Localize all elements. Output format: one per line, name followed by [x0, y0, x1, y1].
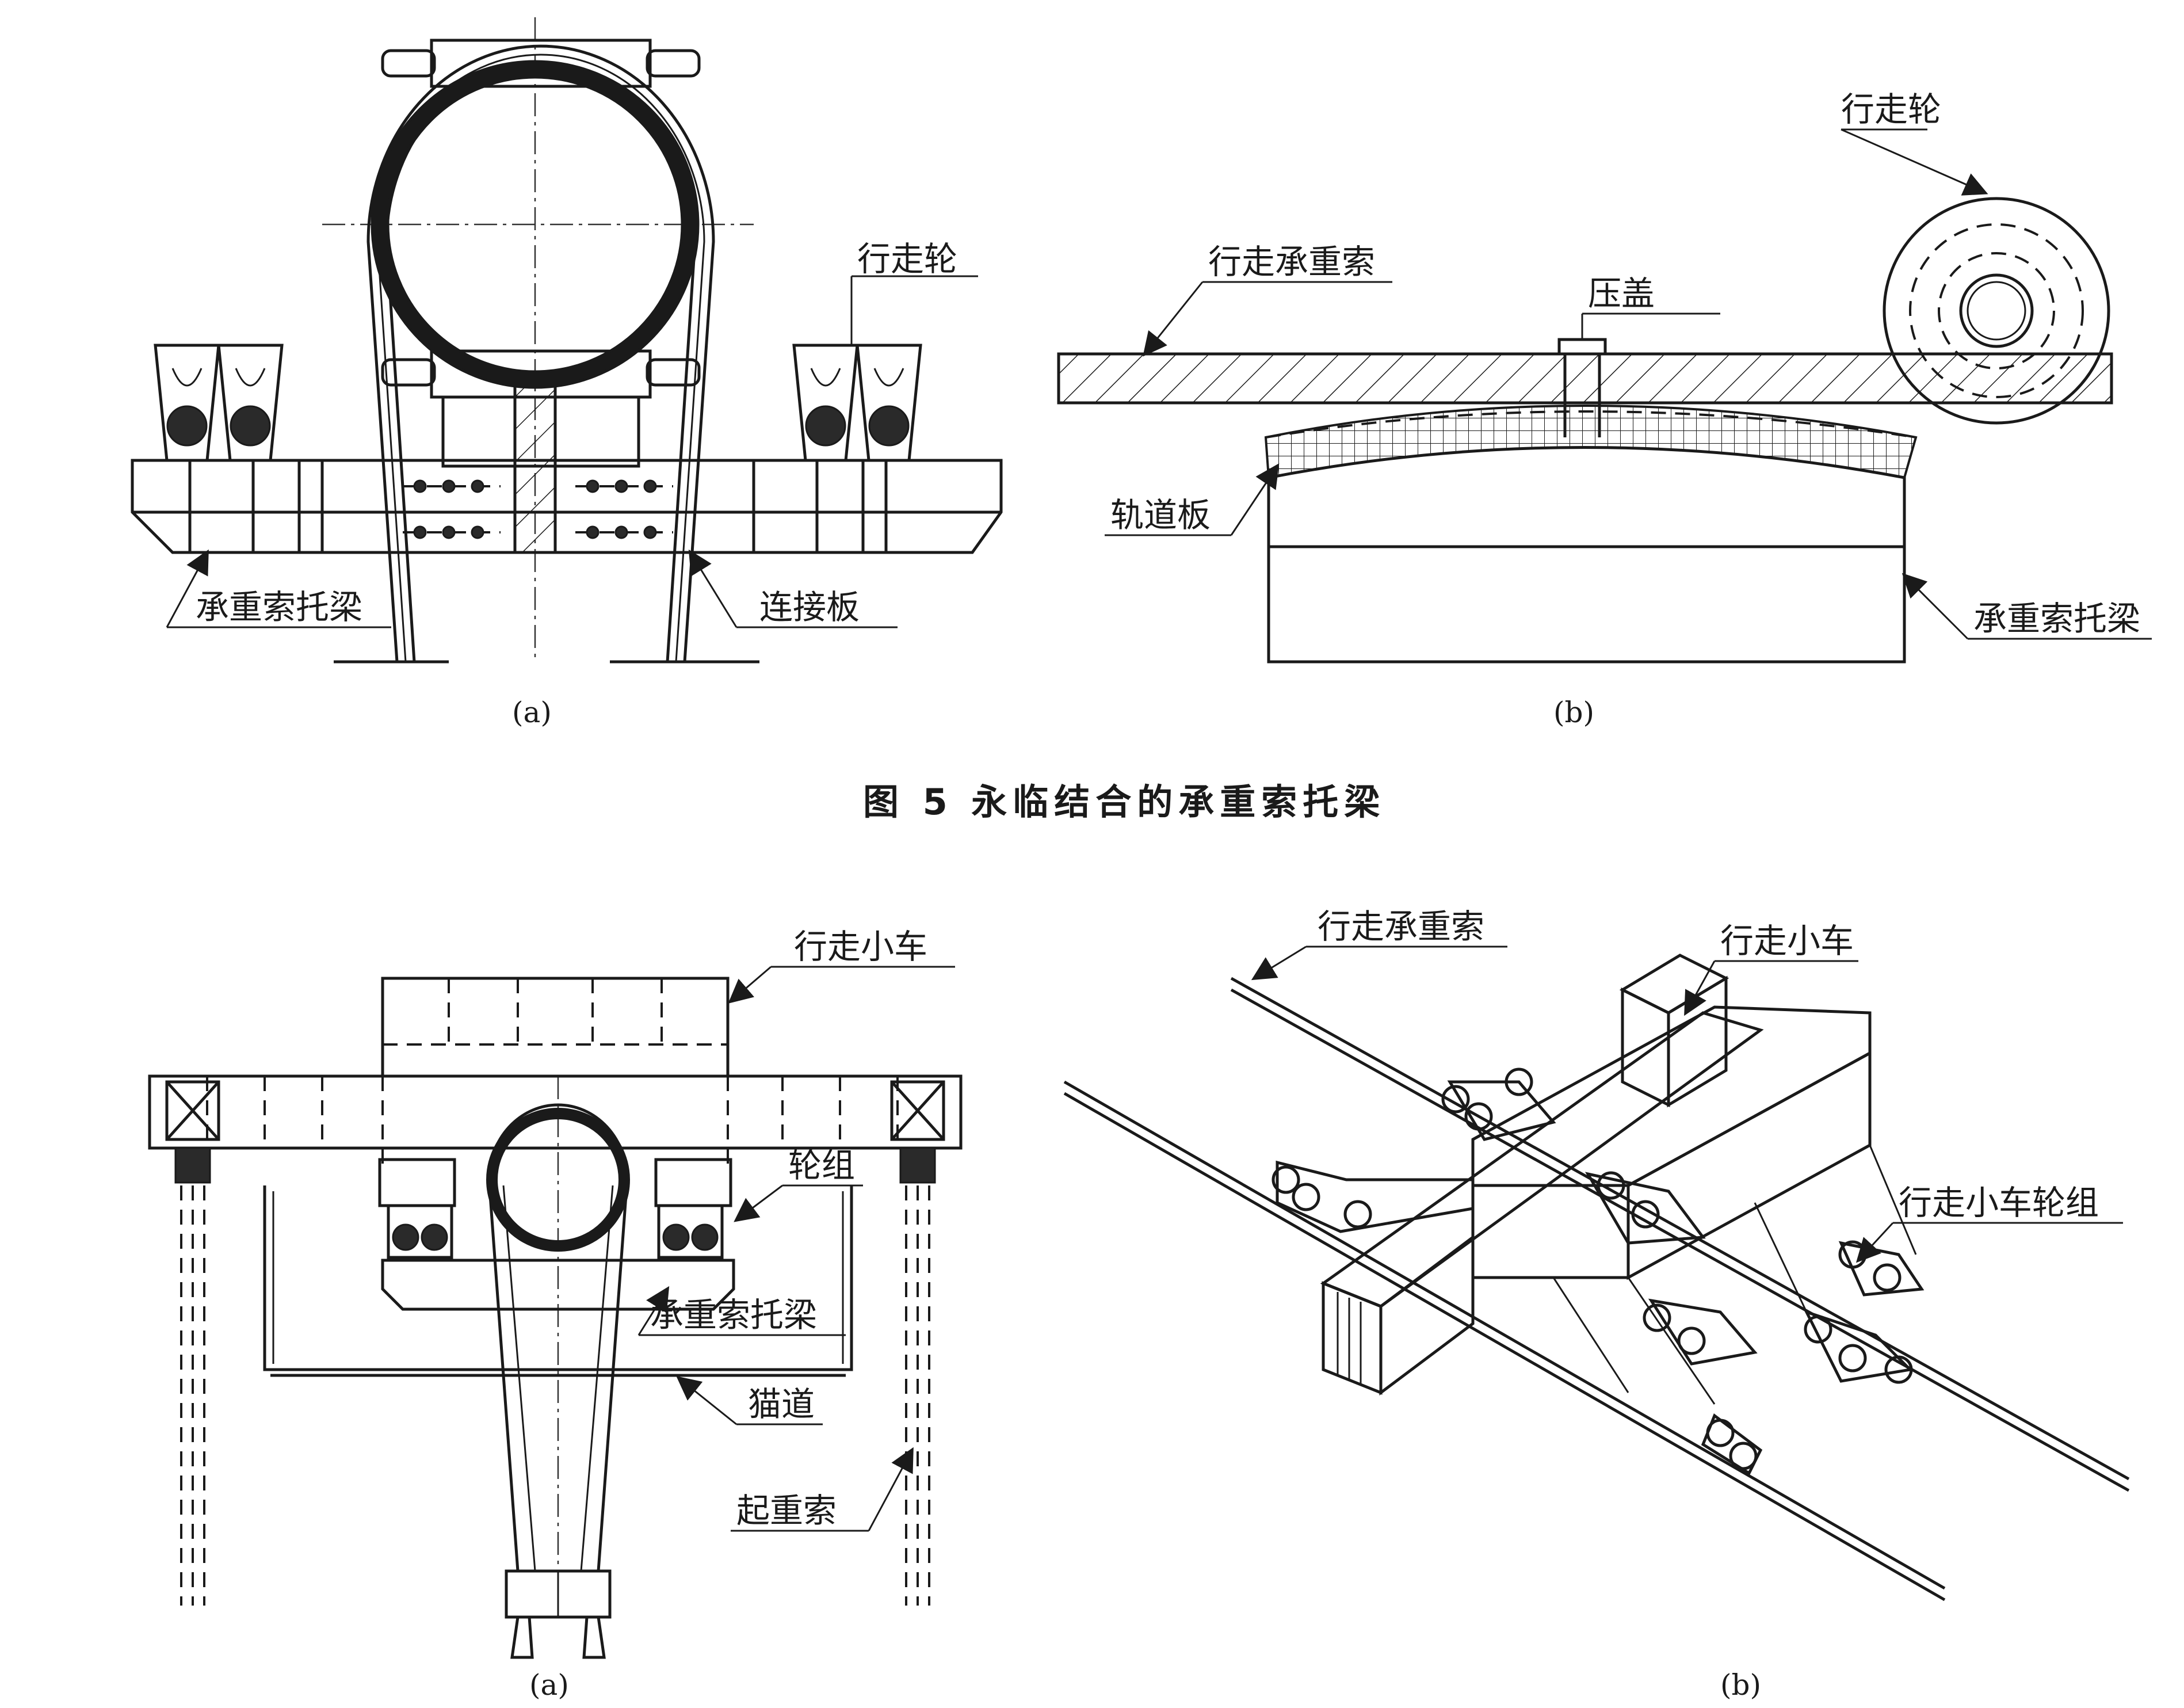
fig5b-label-wheel: 行走轮 — [1841, 90, 1941, 129]
walking-wheel-left-icon — [154, 344, 284, 461]
fig6a-label-hoist: 起重索 — [736, 1491, 837, 1530]
wheel-group-left-icon — [378, 1158, 456, 1259]
fig5b-label-rail: 轨道板 — [1110, 495, 1211, 535]
fig6a-label-beam: 承重索托梁 — [650, 1295, 817, 1335]
bolt-pattern-right — [575, 479, 673, 539]
fig6a-label-wheelset: 轮组 — [788, 1146, 855, 1185]
bolt-pattern-left — [403, 479, 501, 539]
trolley-wheel-group-icon — [1272, 1068, 1925, 1476]
fig6a-sublabel: (a) — [529, 1668, 569, 1702]
fig5b-label-beam: 承重索托梁 — [1973, 599, 2140, 638]
anchor-icon — [510, 1616, 606, 1659]
walking-wheel-right-icon — [792, 344, 922, 461]
end-brace-icon — [165, 1080, 945, 1141]
walking-wheel-icon — [1883, 197, 2110, 425]
fig6b-label-trolley: 行走小车 — [1720, 921, 1854, 960]
fig5a-label-wheel: 行走轮 — [857, 239, 957, 279]
fig6b-sublabel: (b) — [1720, 1668, 1761, 1702]
beam-stiffeners — [188, 459, 888, 554]
hoist-cables — [180, 1185, 930, 1606]
fig5a-label-beam: 承重索托梁 — [196, 588, 362, 627]
bearing-cables — [1063, 977, 2130, 1602]
fig5-caption: 图 5 永临结合的承重索托梁 — [863, 781, 1385, 823]
fig5b-label-cover: 压盖 — [1588, 274, 1655, 313]
hoist-clamp-icon — [174, 1147, 936, 1184]
fig5a-diagram — [131, 17, 1003, 664]
fig6b-label-wheelset: 行走小车轮组 — [1899, 1183, 2099, 1222]
fig6a-label-catwalk: 猫道 — [748, 1385, 815, 1424]
fig5b-diagram — [1057, 128, 2152, 664]
fig5b-sublabel: (b) — [1553, 696, 1594, 729]
fig5b-label-cable: 行走承重索 — [1208, 242, 1375, 281]
fig6b-diagram — [1063, 946, 2130, 1602]
fig6a-label-trolley: 行走小车 — [794, 927, 927, 966]
fig5a-sublabel: (a) — [512, 696, 552, 729]
fig6b-label-cable: 行走承重索 — [1318, 907, 1484, 946]
wheel-group-right-icon — [654, 1158, 732, 1259]
clamp-bolt-icon — [381, 49, 701, 387]
fig5a-label-plate: 连接板 — [759, 588, 860, 627]
fig6a-diagram — [148, 966, 963, 1659]
